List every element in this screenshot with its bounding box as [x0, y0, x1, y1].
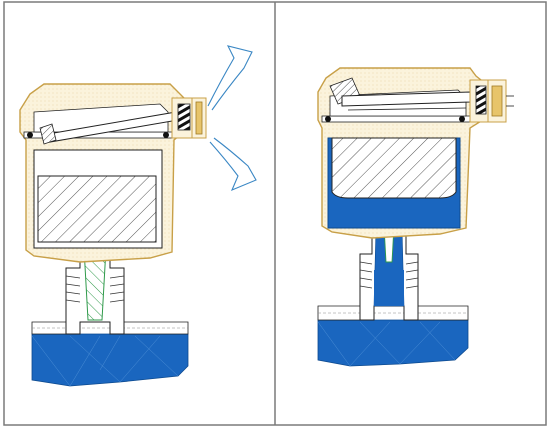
left-neck-threads — [65, 275, 125, 303]
left-lever-pivot — [39, 123, 57, 145]
right-float — [331, 137, 457, 199]
right-seal-ring — [321, 115, 475, 123]
right-water-facets — [317, 321, 456, 367]
left-float — [37, 175, 157, 243]
left-water-pipe — [31, 333, 189, 387]
right-oring-right — [459, 116, 465, 122]
right-oring-left — [325, 116, 331, 122]
right-neck-threads — [359, 261, 419, 289]
right-valve-spring — [475, 85, 487, 115]
left-air-arrows — [207, 45, 257, 192]
left-water-facets — [31, 335, 179, 387]
left-valve-nut — [195, 101, 203, 135]
left-valve-spring — [177, 103, 191, 131]
right-water-pipe — [317, 319, 469, 367]
left-panel-vent-open — [19, 45, 257, 387]
right-valve-nut — [491, 85, 503, 117]
left-oring-right — [163, 132, 169, 138]
right-panel-water-filled — [317, 67, 514, 367]
left-oring-left — [27, 132, 33, 138]
